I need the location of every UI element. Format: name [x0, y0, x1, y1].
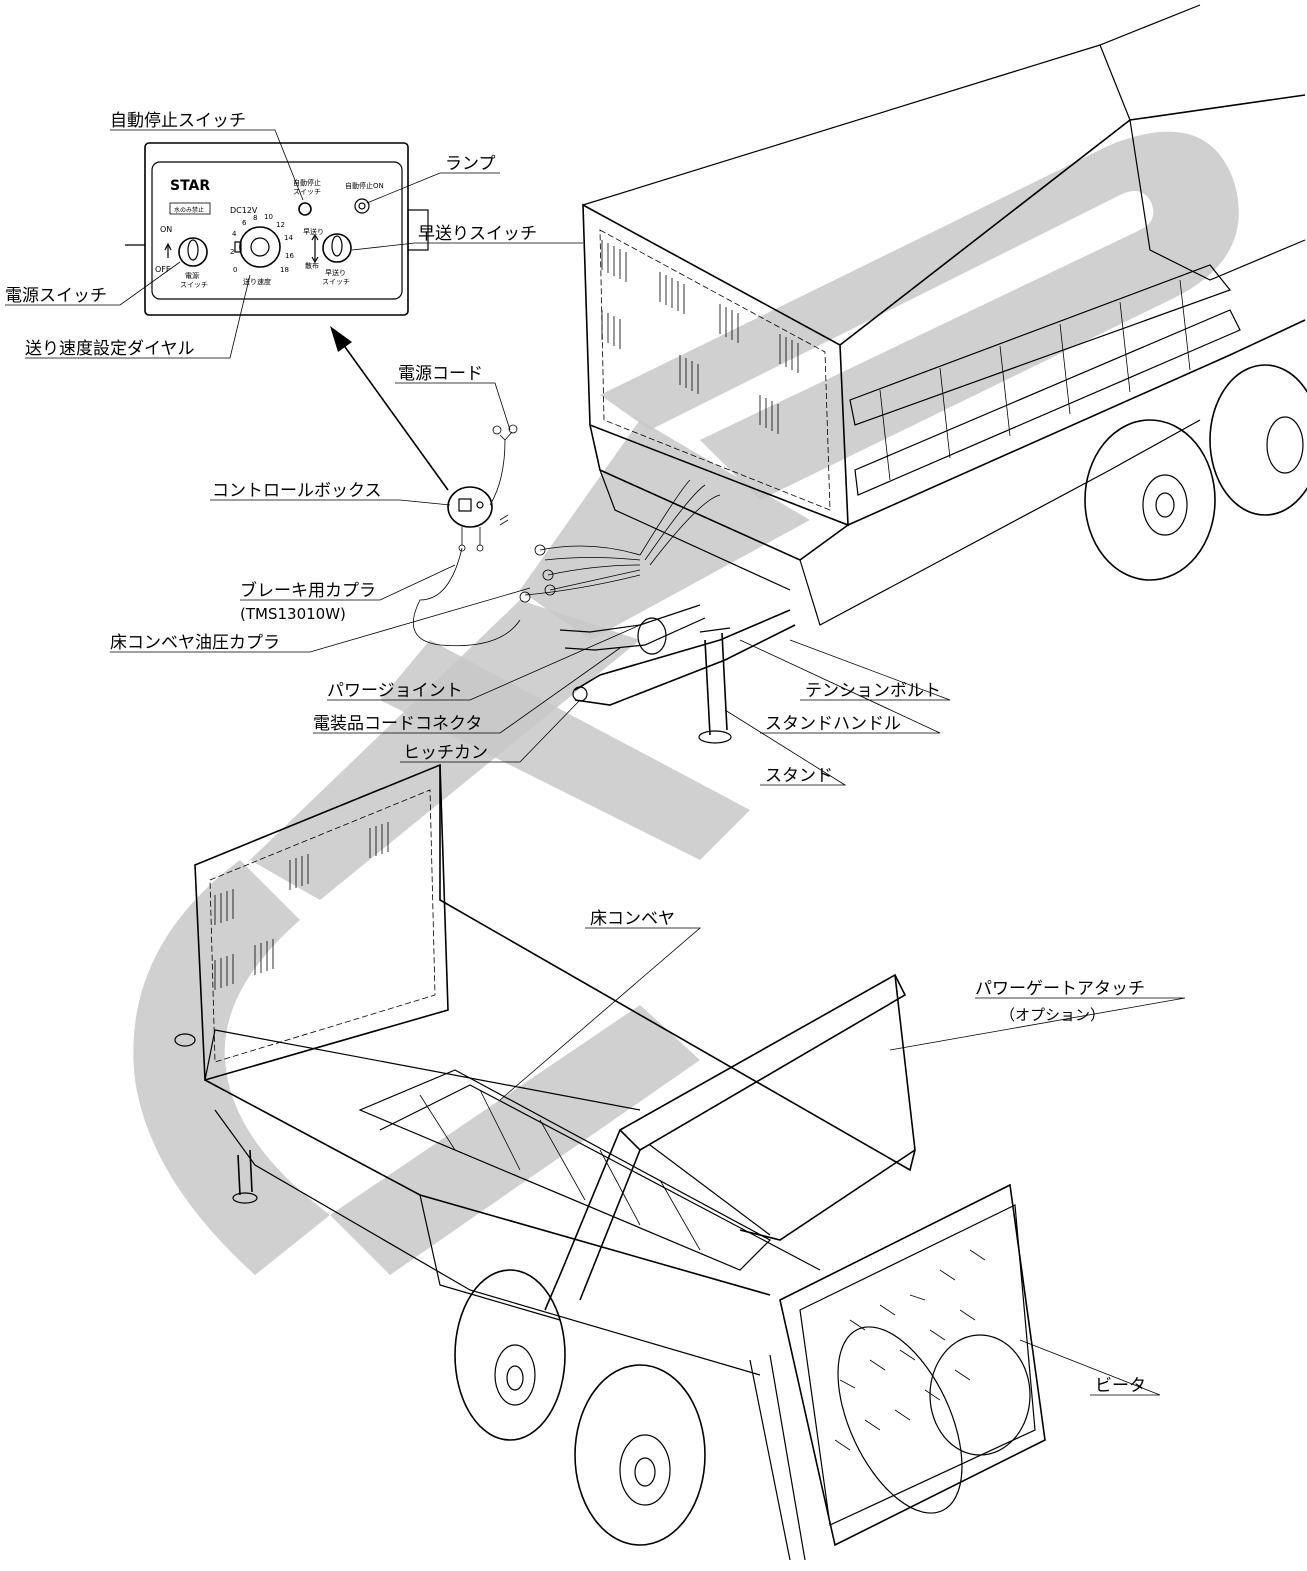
label-brake-coupler: ブレーキ用カプラ [240, 580, 376, 601]
panel-power-caption-1: 電源 [185, 271, 199, 280]
svg-text:18: 18 [280, 266, 289, 274]
label-electric-connector: 電装品コードコネクタ [313, 714, 482, 734]
label-stand: スタンド [765, 766, 833, 786]
label-power-joint: パワージョイント [327, 681, 463, 701]
beater [749, 1183, 1046, 1561]
label-power-cord: 電源コード [398, 364, 483, 384]
auto-stop-button-icon [298, 202, 312, 216]
panel-on-label: ON [160, 225, 172, 234]
panel-auto-stop-caption-2: スイッチ [293, 188, 321, 196]
control-box-panel: STAR 水のみ禁止 DC12V ON OFF 電源 スイッチ 0 2 4 6 … [125, 142, 429, 316]
label-tension-bolt: テンションボルト [805, 681, 941, 701]
panel-ff-top: 早送り [303, 227, 324, 236]
lamp-icon [354, 198, 370, 214]
panel-ff-bottom: 散布 [305, 261, 319, 270]
svg-text:6: 6 [242, 219, 247, 227]
svg-text:4: 4 [232, 230, 237, 238]
labels: 自動停止スイッチ ランプ 早送りスイッチ 電源スイッチ 送り速度設定ダイヤル 電… [5, 111, 1146, 1396]
svg-text:12: 12 [276, 221, 285, 229]
panel-off-label: OFF [155, 265, 171, 274]
panel-lamp-caption: 自動停止ON [345, 181, 384, 190]
panel-ff-caption-2: スイッチ [322, 278, 350, 286]
power-switch-icon [178, 237, 208, 267]
dial-ticks: 0 2 4 6 8 10 12 14 16 18 [230, 213, 294, 274]
power-gate [544, 973, 916, 1311]
label-stand-handle: スタンドハンドル [765, 714, 901, 734]
svg-text:16: 16 [285, 252, 294, 260]
label-speed-dial: 送り速度設定ダイヤル [25, 339, 195, 359]
panel-badge: 水のみ禁止 [174, 206, 204, 214]
label-beater: ビータ [1095, 1376, 1146, 1396]
label-auto-stop-switch: 自動停止スイッチ [110, 111, 246, 131]
svg-text:2: 2 [230, 248, 234, 256]
watermark [133, 131, 1239, 1275]
label-power-switch: 電源スイッチ [5, 286, 107, 306]
label-floor-conveyor-coupler: 床コンベヤ油圧カプラ [110, 633, 280, 653]
panel-voltage: DC12V [230, 206, 258, 215]
panel-auto-stop-caption-1: 自動停止 [293, 178, 321, 187]
label-hitch: ヒッチカン [403, 743, 488, 763]
label-floor-conveyor: 床コンベヤ [590, 909, 675, 929]
lower-wheels [454, 1269, 706, 1546]
svg-text:14: 14 [284, 234, 293, 242]
panel-brand: STAR [170, 178, 210, 194]
control-box-device [412, 424, 521, 647]
svg-text:0: 0 [233, 266, 237, 274]
panel-speed-caption: 送り速度 [243, 277, 271, 286]
label-fast-forward-switch: 早送りスイッチ [418, 224, 537, 244]
label-power-gate-option: （オプション） [1000, 1006, 1105, 1024]
panel-power-caption-2: スイッチ [180, 281, 208, 289]
upper-wheels [1084, 364, 1307, 581]
svg-text:10: 10 [264, 213, 273, 221]
speed-dial-icon [234, 226, 281, 268]
label-power-gate: パワーゲートアタッチ [975, 979, 1145, 999]
label-lamp: ランプ [445, 154, 496, 174]
fast-forward-switch-icon [322, 233, 352, 263]
upper-spreader [519, 4, 1307, 744]
lower-spreader [174, 763, 1046, 1561]
label-brake-coupler-model: (TMS13010W) [240, 605, 346, 623]
svg-text:8: 8 [253, 214, 257, 222]
panel-ff-caption-1: 早送り [325, 268, 346, 277]
leader-lines [5, 129, 1186, 1396]
label-control-box: コントロールボックス [212, 481, 382, 501]
